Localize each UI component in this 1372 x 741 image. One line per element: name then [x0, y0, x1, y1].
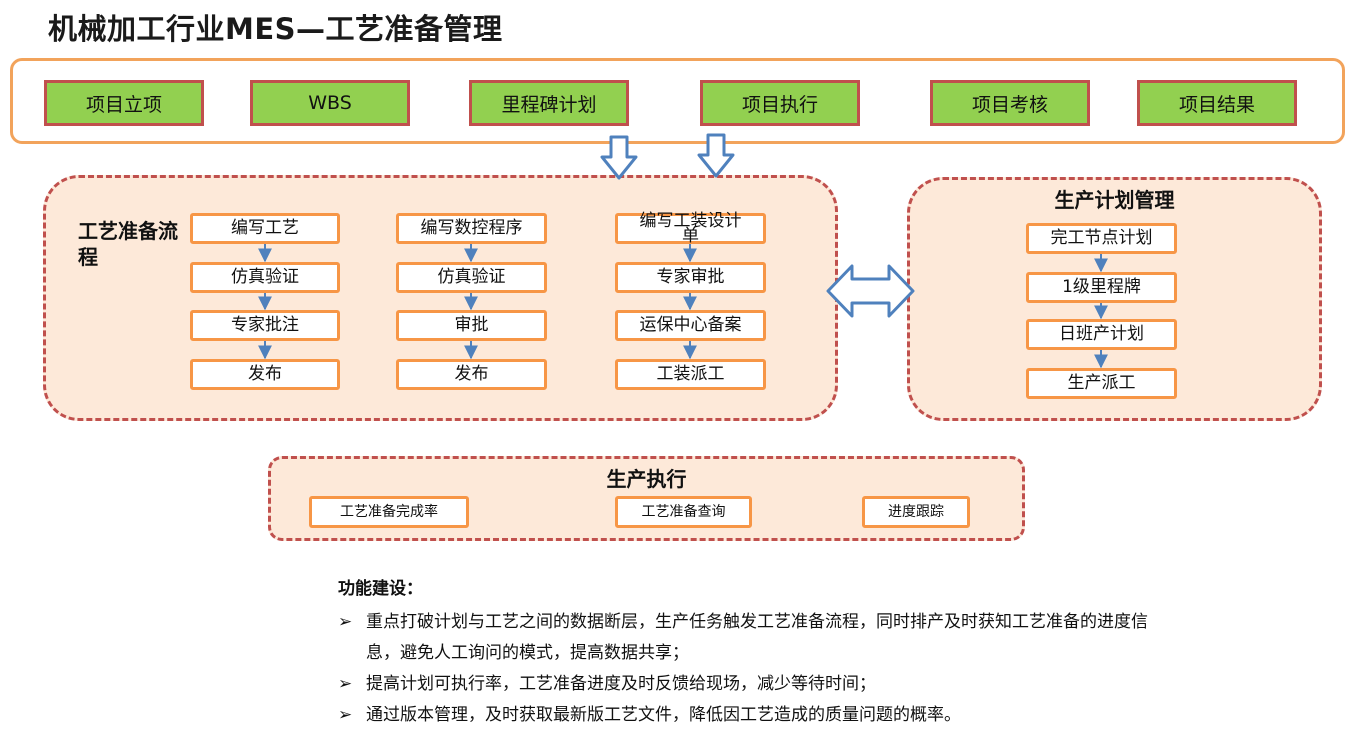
- bullet-arrow-icon: ➢: [338, 612, 353, 632]
- note-text: 通过版本管理，及时获取最新版工艺文件，降低因工艺造成的质量问题的概率。: [366, 705, 961, 725]
- note-text: 重点打破计划与工艺之间的数据断层，生产任务触发工艺准备流程，同时排产及时获知工艺…: [366, 612, 1148, 663]
- process-prep-label: 工艺准备流程: [78, 219, 178, 269]
- page-title: 机械加工行业MES—工艺准备管理: [48, 12, 503, 46]
- flow2-step-2[interactable]: 仿真验证: [396, 262, 547, 293]
- phase-box-3[interactable]: 里程碑计划: [469, 80, 629, 126]
- flow3-step-2[interactable]: 专家审批: [615, 262, 766, 293]
- phase-box-5[interactable]: 项目考核: [930, 80, 1090, 126]
- plan-step-4[interactable]: 生产派工: [1026, 368, 1177, 399]
- plan-step-2[interactable]: 1级里程牌: [1026, 272, 1177, 303]
- bullet-arrow-icon: ➢: [338, 705, 353, 725]
- flow3-step-4[interactable]: 工装派工: [615, 359, 766, 390]
- flow3-step-1[interactable]: 编写工装设计单: [615, 212, 766, 244]
- plan-step-3[interactable]: 日班产计划: [1026, 319, 1177, 350]
- flow2-step-1[interactable]: 编写数控程序: [396, 213, 547, 244]
- notes-title: 功能建设：: [338, 579, 423, 599]
- phase-box-6[interactable]: 项目结果: [1137, 80, 1297, 126]
- note-item: ➢ 提高计划可执行率，工艺准备进度及时反馈给现场，减少等待时间；: [338, 669, 1238, 700]
- exec-completion-rate[interactable]: 工艺准备完成率: [309, 496, 469, 528]
- function-notes: 功能建设： ➢ 重点打破计划与工艺之间的数据断层，生产任务触发工艺准备流程，同时…: [338, 574, 1238, 731]
- production-plan-label: 生产计划管理: [1054, 188, 1175, 212]
- note-item: ➢ 重点打破计划与工艺之间的数据断层，生产任务触发工艺准备流程，同时排产及时获知…: [338, 607, 1238, 669]
- flow1-step-4[interactable]: 发布: [190, 359, 340, 390]
- production-exec-label: 生产执行: [606, 467, 687, 491]
- flow2-step-4[interactable]: 发布: [396, 359, 547, 390]
- plan-step-1[interactable]: 完工节点计划: [1026, 223, 1177, 254]
- flow3-step-3[interactable]: 运保中心备案: [615, 310, 766, 341]
- phase-box-1[interactable]: 项目立项: [44, 80, 204, 126]
- project-phase-bar: [10, 58, 1345, 144]
- phase-box-2[interactable]: WBS: [250, 80, 410, 126]
- flow2-step-3[interactable]: 审批: [396, 310, 547, 341]
- note-text: 提高计划可执行率，工艺准备进度及时反馈给现场，减少等待时间；: [366, 674, 876, 694]
- flow1-step-1[interactable]: 编写工艺: [190, 213, 340, 244]
- flow1-step-2[interactable]: 仿真验证: [190, 262, 340, 293]
- exec-progress-tracking[interactable]: 进度跟踪: [862, 496, 970, 528]
- down-block-arrow-1: [600, 135, 638, 180]
- double-block-arrow: [826, 264, 915, 318]
- exec-prep-query[interactable]: 工艺准备查询: [615, 496, 752, 528]
- phase-box-4[interactable]: 项目执行: [700, 80, 860, 126]
- bullet-arrow-icon: ➢: [338, 674, 353, 694]
- note-item: ➢ 通过版本管理，及时获取最新版工艺文件，降低因工艺造成的质量问题的概率。: [338, 700, 1238, 731]
- flow1-step-3[interactable]: 专家批注: [190, 310, 340, 341]
- down-block-arrow-2: [697, 133, 735, 178]
